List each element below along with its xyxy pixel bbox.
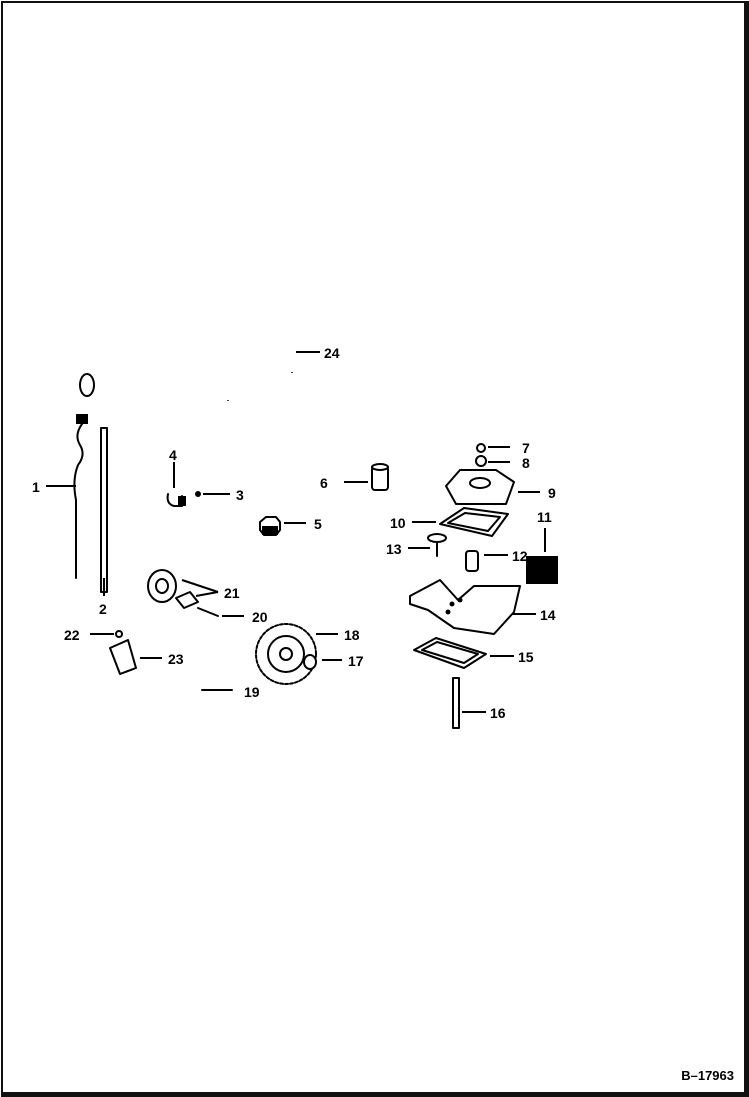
part-13-screw — [408, 533, 447, 557]
callout-13: 13 — [386, 541, 402, 557]
callout-4: 4 — [169, 447, 177, 463]
part-17-18-19-gear — [201, 623, 342, 691]
callout-3: 3 — [236, 487, 244, 503]
part-11-filter — [526, 528, 558, 584]
part-15-gasket — [413, 637, 514, 669]
callout-5: 5 — [314, 516, 322, 532]
callout-11: 11 — [537, 509, 552, 525]
callout-17: 17 — [348, 653, 364, 669]
callout-9: 9 — [548, 485, 556, 501]
callout-23: 23 — [168, 651, 184, 667]
part-6-sleeve — [344, 463, 389, 491]
callout-19: 19 — [244, 684, 260, 700]
callout-1: 1 — [32, 479, 40, 495]
callout-12: 12 — [512, 548, 528, 564]
callout-18: 18 — [344, 627, 360, 643]
callout-20: 20 — [252, 609, 268, 625]
part-16-stud — [452, 677, 486, 729]
callout-24: 24 — [324, 345, 340, 361]
part-10-gasket — [412, 507, 509, 537]
callout-16: 16 — [490, 705, 506, 721]
part-20-21-pump — [147, 569, 244, 617]
callout-14: 14 — [540, 607, 556, 623]
part-2-tube — [100, 427, 108, 596]
part-5-plug — [259, 516, 306, 536]
callout-8: 8 — [522, 455, 530, 471]
callout-6: 6 — [320, 475, 328, 491]
part-3-4-clip — [166, 462, 230, 507]
part-12-sleeve — [465, 550, 508, 572]
part-14-bracket — [409, 579, 536, 635]
callout-22: 22 — [64, 627, 80, 643]
callout-labels: 1 2 3 4 5 6 7 8 9 10 11 12 13 14 15 16 1… — [32, 345, 556, 721]
part-22-23-plate — [90, 630, 162, 675]
callout-7: 7 — [522, 440, 530, 456]
callout-15: 15 — [518, 649, 534, 665]
part-1-dipstick — [46, 373, 95, 579]
callout-21: 21 — [224, 585, 240, 601]
callout-2: 2 — [99, 601, 107, 617]
part-24-hose — [223, 337, 320, 401]
callout-10: 10 — [390, 515, 406, 531]
part-7-8-9-cover — [445, 443, 540, 505]
drawing-code: B–17963 — [681, 1068, 734, 1083]
